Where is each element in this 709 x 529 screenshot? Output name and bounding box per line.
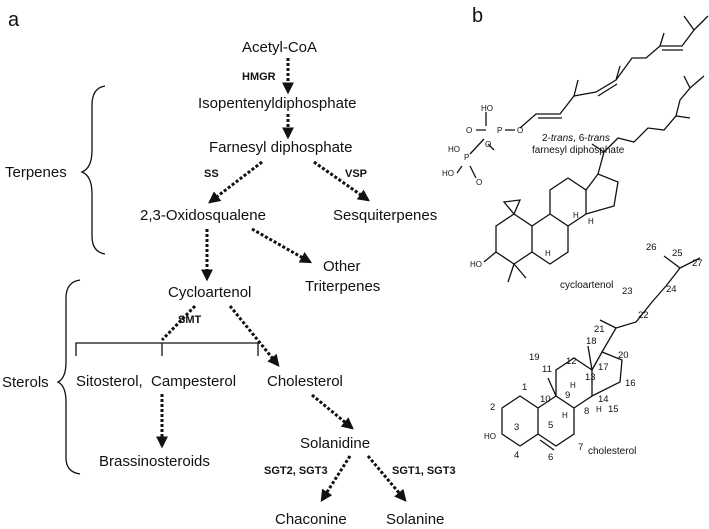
svg-text:16: 16 xyxy=(625,378,636,389)
svg-text:3: 3 xyxy=(514,422,519,433)
svg-text:18: 18 xyxy=(586,336,597,347)
enzyme-sgt2-sgt3: SGT2, SGT3 xyxy=(264,465,328,477)
node-solanine: Solanine xyxy=(386,511,444,528)
node-other: Other xyxy=(323,258,361,275)
arrow-cholesterol-solanidine xyxy=(311,393,354,430)
svg-text:13: 13 xyxy=(585,372,596,383)
node-triterpenes: Triterpenes xyxy=(305,278,380,295)
svg-text:HO: HO xyxy=(442,169,454,178)
arrow-fpp-oxidosqualene xyxy=(208,160,263,204)
node-acetyl-coa: Acetyl-CoA xyxy=(242,39,317,56)
svg-text:H: H xyxy=(596,405,602,414)
svg-text:HO: HO xyxy=(481,104,493,113)
svg-text:19: 19 xyxy=(529,352,540,363)
svg-text:10: 10 xyxy=(540,394,551,405)
farnesyl-diphosphate-structure: O P O HO O P HO HO O 2-trans, 6-trans fa… xyxy=(442,15,709,187)
svg-text:22: 22 xyxy=(638,310,649,321)
fpp-caption-name: farnesyl diphosphate xyxy=(532,145,625,156)
svg-text:O: O xyxy=(485,140,491,149)
svg-text:9: 9 xyxy=(565,390,570,401)
svg-text:15: 15 xyxy=(608,404,619,415)
arrow-solanidine-chaconine xyxy=(320,455,352,503)
arrow-solanidine-solanine xyxy=(366,455,407,502)
svg-text:P: P xyxy=(464,153,469,162)
svg-text:25: 25 xyxy=(672,248,683,259)
svg-text:H: H xyxy=(588,217,594,226)
svg-text:1: 1 xyxy=(522,382,527,393)
svg-text:11: 11 xyxy=(542,364,552,375)
arrow-cycloartenol-sitosterol xyxy=(160,304,197,342)
svg-text:H: H xyxy=(562,411,568,420)
group-label-terpenes: Terpenes xyxy=(5,164,67,181)
node-solanidine: Solanidine xyxy=(300,435,370,452)
node-sesquiterpenes: Sesquiterpenes xyxy=(333,207,437,224)
svg-text:O: O xyxy=(466,126,472,135)
svg-text:4: 4 xyxy=(514,450,519,461)
svg-text:17: 17 xyxy=(598,362,609,373)
svg-text:26: 26 xyxy=(646,242,657,253)
svg-text:HO: HO xyxy=(484,432,496,441)
svg-text:24: 24 xyxy=(666,284,677,295)
svg-text:H: H xyxy=(573,211,579,220)
enzyme-hmgr: HMGR xyxy=(242,71,276,83)
cycloartenol-caption: cycloartenol xyxy=(560,280,613,291)
sterol-group-bracket xyxy=(75,342,259,356)
arrow-fpp-sesquiterpenes xyxy=(313,160,370,202)
node-oxidosqualene: 2,3-Oxidosqualene xyxy=(140,207,266,224)
svg-text:14: 14 xyxy=(598,394,609,405)
terpenes-bracket xyxy=(80,85,106,255)
svg-text:7: 7 xyxy=(578,442,583,453)
enzyme-sgt1-sgt3: SGT1, SGT3 xyxy=(392,465,456,477)
cholesterol-structure: HO H H H 1 2 3 4 5 6 7 8 9 10 11 12 13 1… xyxy=(484,242,703,463)
svg-text:5: 5 xyxy=(548,420,553,431)
enzyme-vsp: VSP xyxy=(345,168,367,180)
svg-text:H: H xyxy=(570,381,576,390)
node-farnesyl-diphosphate: Farnesyl diphosphate xyxy=(209,139,352,156)
node-chaconine: Chaconine xyxy=(275,511,347,528)
svg-text:12: 12 xyxy=(566,356,577,367)
node-cycloartenol: Cycloartenol xyxy=(168,284,251,301)
svg-text:O: O xyxy=(517,126,523,135)
svg-text:O: O xyxy=(476,178,482,187)
node-cholesterol: Cholesterol xyxy=(267,373,343,390)
arrow-oxidosqualene-other xyxy=(251,227,313,264)
enzyme-smt: SMT xyxy=(178,314,202,326)
node-sitosterol: Sitosterol, xyxy=(76,373,143,390)
fpp-caption-stereo: 2-trans, 6-trans xyxy=(542,133,610,144)
svg-text:P: P xyxy=(497,126,502,135)
panel-label-a: a xyxy=(8,9,20,31)
svg-text:27: 27 xyxy=(692,258,703,269)
arrow-cycloartenol-cholesterol xyxy=(228,305,280,367)
svg-text:21: 21 xyxy=(594,324,605,335)
node-brassinosteroids: Brassinosteroids xyxy=(99,453,210,470)
svg-text:20: 20 xyxy=(618,350,629,361)
enzyme-ss: SS xyxy=(204,168,219,180)
svg-text:2: 2 xyxy=(490,402,495,413)
svg-text:8: 8 xyxy=(584,406,589,417)
sterols-bracket xyxy=(56,279,81,475)
node-isopentenyl-diphosphate: Isopentenyldiphosphate xyxy=(198,95,356,112)
svg-text:H: H xyxy=(545,249,551,258)
svg-text:23: 23 xyxy=(622,286,633,297)
panel-label-b: b xyxy=(472,5,483,27)
node-campesterol: Campesterol xyxy=(151,373,236,390)
cholesterol-caption: cholesterol xyxy=(588,446,636,457)
group-label-sterols: Sterols xyxy=(2,374,49,391)
svg-text:6: 6 xyxy=(548,452,553,463)
svg-text:HO: HO xyxy=(470,260,482,269)
svg-text:HO: HO xyxy=(448,145,460,154)
cycloartenol-structure: HO H H H cycloartenol xyxy=(470,75,705,291)
